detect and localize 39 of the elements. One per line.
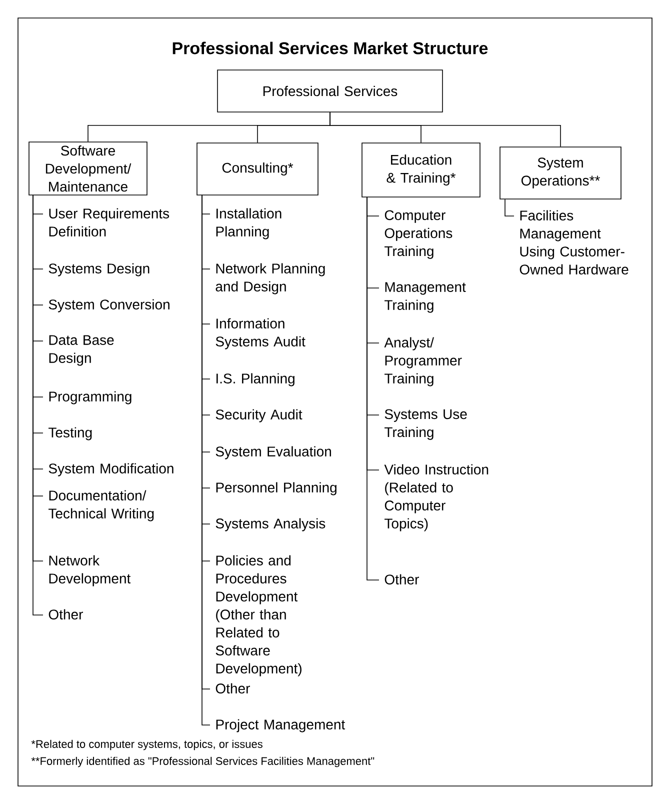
service-item: Network Planning and Design [216, 263, 325, 294]
category-box: Software Development/ Maintenance [28, 142, 148, 196]
service-item: Other [384, 574, 419, 584]
service-item: Installation Planning [216, 208, 282, 240]
connector-line [330, 112, 561, 147]
service-item: User Requirements Definition [49, 208, 170, 236]
service-item: Programming [49, 391, 132, 404]
service-item: I.S. Planning [216, 373, 294, 386]
service-item: Systems Analysis [216, 518, 326, 532]
connector-line [504, 199, 514, 216]
category-box: System Operations** [500, 146, 622, 200]
category-box: Education & Training* [362, 142, 480, 198]
service-item: Testing [48, 427, 92, 440]
service-item: System Modification [48, 463, 174, 476]
connector-line [366, 197, 380, 580]
service-item: Computer Operations Training [384, 210, 452, 259]
service-item: Project Management [216, 719, 346, 732]
service-item: System Evaluation [216, 446, 331, 460]
category-box: Consulting* [196, 142, 318, 196]
service-item: Information Systems Audit [216, 318, 306, 350]
service-item: Management Training [384, 282, 466, 313]
service-item: Policies and Procedures Development (Other than Related to Software Development) [216, 555, 302, 676]
service-item: System Conversion [48, 299, 170, 312]
category-box: Professional Services [217, 70, 443, 112]
service-item: Personnel Planning [216, 482, 336, 496]
service-item: Other [48, 609, 83, 620]
footnote: *Related to computer systems, topics, or issues [31, 740, 262, 750]
service-item: Facilities Management Using Customer-Owned Hardware [520, 210, 628, 274]
service-item: Data Base Design [49, 335, 114, 366]
title: Professional Services Market Structure [172, 42, 488, 54]
footnote: **Formerly identified as "Professional Services Facilities Management" [31, 756, 374, 768]
service-item: Systems Use Training [384, 409, 467, 440]
service-item: Systems Design [48, 263, 150, 276]
service-item: Analyst/ Programmer Training [384, 337, 462, 386]
service-item: Security Audit [216, 409, 302, 422]
service-item: Video Instruction (Related to Computer Topics) [384, 464, 488, 532]
service-item: Network Development [49, 555, 131, 586]
service-item: Other [216, 683, 250, 694]
service-item: Documentation/ Technical Writing [48, 490, 154, 522]
